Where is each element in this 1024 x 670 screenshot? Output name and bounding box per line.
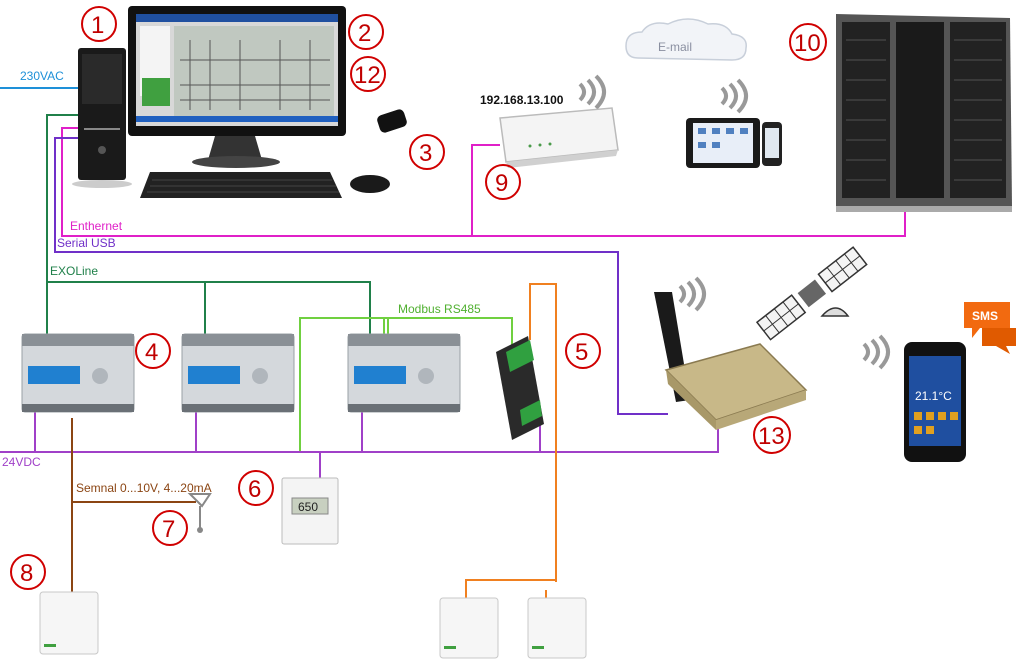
sms-icon: SMS bbox=[964, 302, 1016, 354]
tablet bbox=[686, 118, 760, 168]
callout-7: 7 bbox=[162, 516, 175, 543]
callout-3: 3 bbox=[419, 140, 432, 167]
wifi-icon bbox=[678, 276, 706, 312]
wire-modbus bbox=[299, 317, 513, 452]
label-signal: Semnal 0...10V, 4...20mA bbox=[76, 481, 212, 495]
callout-1: 1 bbox=[91, 12, 104, 39]
room-sensor-display: 650 bbox=[281, 477, 339, 545]
room-sensor bbox=[527, 597, 587, 659]
wire-labels: 230VAC Enthernet Serial USB EXOLine Modb… bbox=[2, 69, 481, 495]
server-rack bbox=[836, 14, 1012, 212]
callout-13: 13 bbox=[758, 423, 785, 450]
satellite bbox=[755, 246, 868, 341]
wire-sensor-orange bbox=[465, 283, 557, 598]
room-sensor bbox=[39, 591, 99, 655]
email-cloud: E-mail bbox=[625, 18, 747, 61]
callouts: 1 2 12 3 4 5 6 7 8 9 10 13 bbox=[10, 6, 827, 590]
wifi-icon bbox=[720, 78, 748, 114]
callout-6: 6 bbox=[248, 476, 261, 503]
monitor bbox=[128, 6, 346, 168]
wifi-icon bbox=[578, 74, 606, 110]
io-module bbox=[496, 336, 544, 440]
callout-8: 8 bbox=[20, 560, 33, 587]
callout-12: 12 bbox=[354, 62, 381, 89]
label-exoline: EXOLine bbox=[50, 264, 98, 278]
wires bbox=[0, 87, 906, 598]
label-serial-usb: Serial USB bbox=[57, 236, 116, 250]
callout-10: 10 bbox=[794, 30, 821, 57]
controller-2 bbox=[181, 333, 295, 413]
sms-label: SMS bbox=[972, 309, 998, 323]
label-modbus: Modbus RS485 bbox=[398, 302, 481, 316]
phone-temperature: 21.1°C bbox=[915, 389, 952, 403]
label-ethernet: Enthernet bbox=[70, 219, 123, 233]
wifi-icon bbox=[862, 334, 890, 370]
gsm-modem bbox=[654, 292, 808, 430]
sensor-readout: 650 bbox=[298, 500, 318, 514]
controller-1 bbox=[21, 333, 135, 413]
wire-exoline bbox=[46, 114, 371, 334]
usb-dongle bbox=[377, 109, 407, 133]
callout-9: 9 bbox=[495, 170, 508, 197]
router-ip: 192.168.13.100 bbox=[480, 93, 564, 107]
label-24vdc: 24VDC bbox=[2, 455, 41, 469]
pc-tower bbox=[72, 48, 132, 188]
keyboard bbox=[140, 172, 342, 198]
controller-3 bbox=[347, 333, 461, 413]
wire-signal bbox=[71, 418, 196, 592]
probe-sensor bbox=[187, 493, 212, 533]
router: 192.168.13.100 bbox=[480, 93, 619, 168]
wire-ethernet bbox=[61, 127, 906, 237]
mobile-phone: 21.1°C bbox=[904, 342, 966, 462]
callout-2: 2 bbox=[358, 20, 371, 47]
callout-5: 5 bbox=[575, 339, 588, 366]
wire-serial-usb bbox=[54, 137, 668, 415]
email-label: E-mail bbox=[658, 40, 692, 54]
room-sensor bbox=[439, 597, 499, 659]
mouse bbox=[350, 175, 390, 193]
callout-4: 4 bbox=[145, 339, 158, 366]
wire-24vdc bbox=[0, 410, 719, 478]
smartphone bbox=[762, 122, 782, 166]
label-230vac: 230VAC bbox=[20, 69, 64, 83]
satellite-dish bbox=[820, 307, 850, 317]
